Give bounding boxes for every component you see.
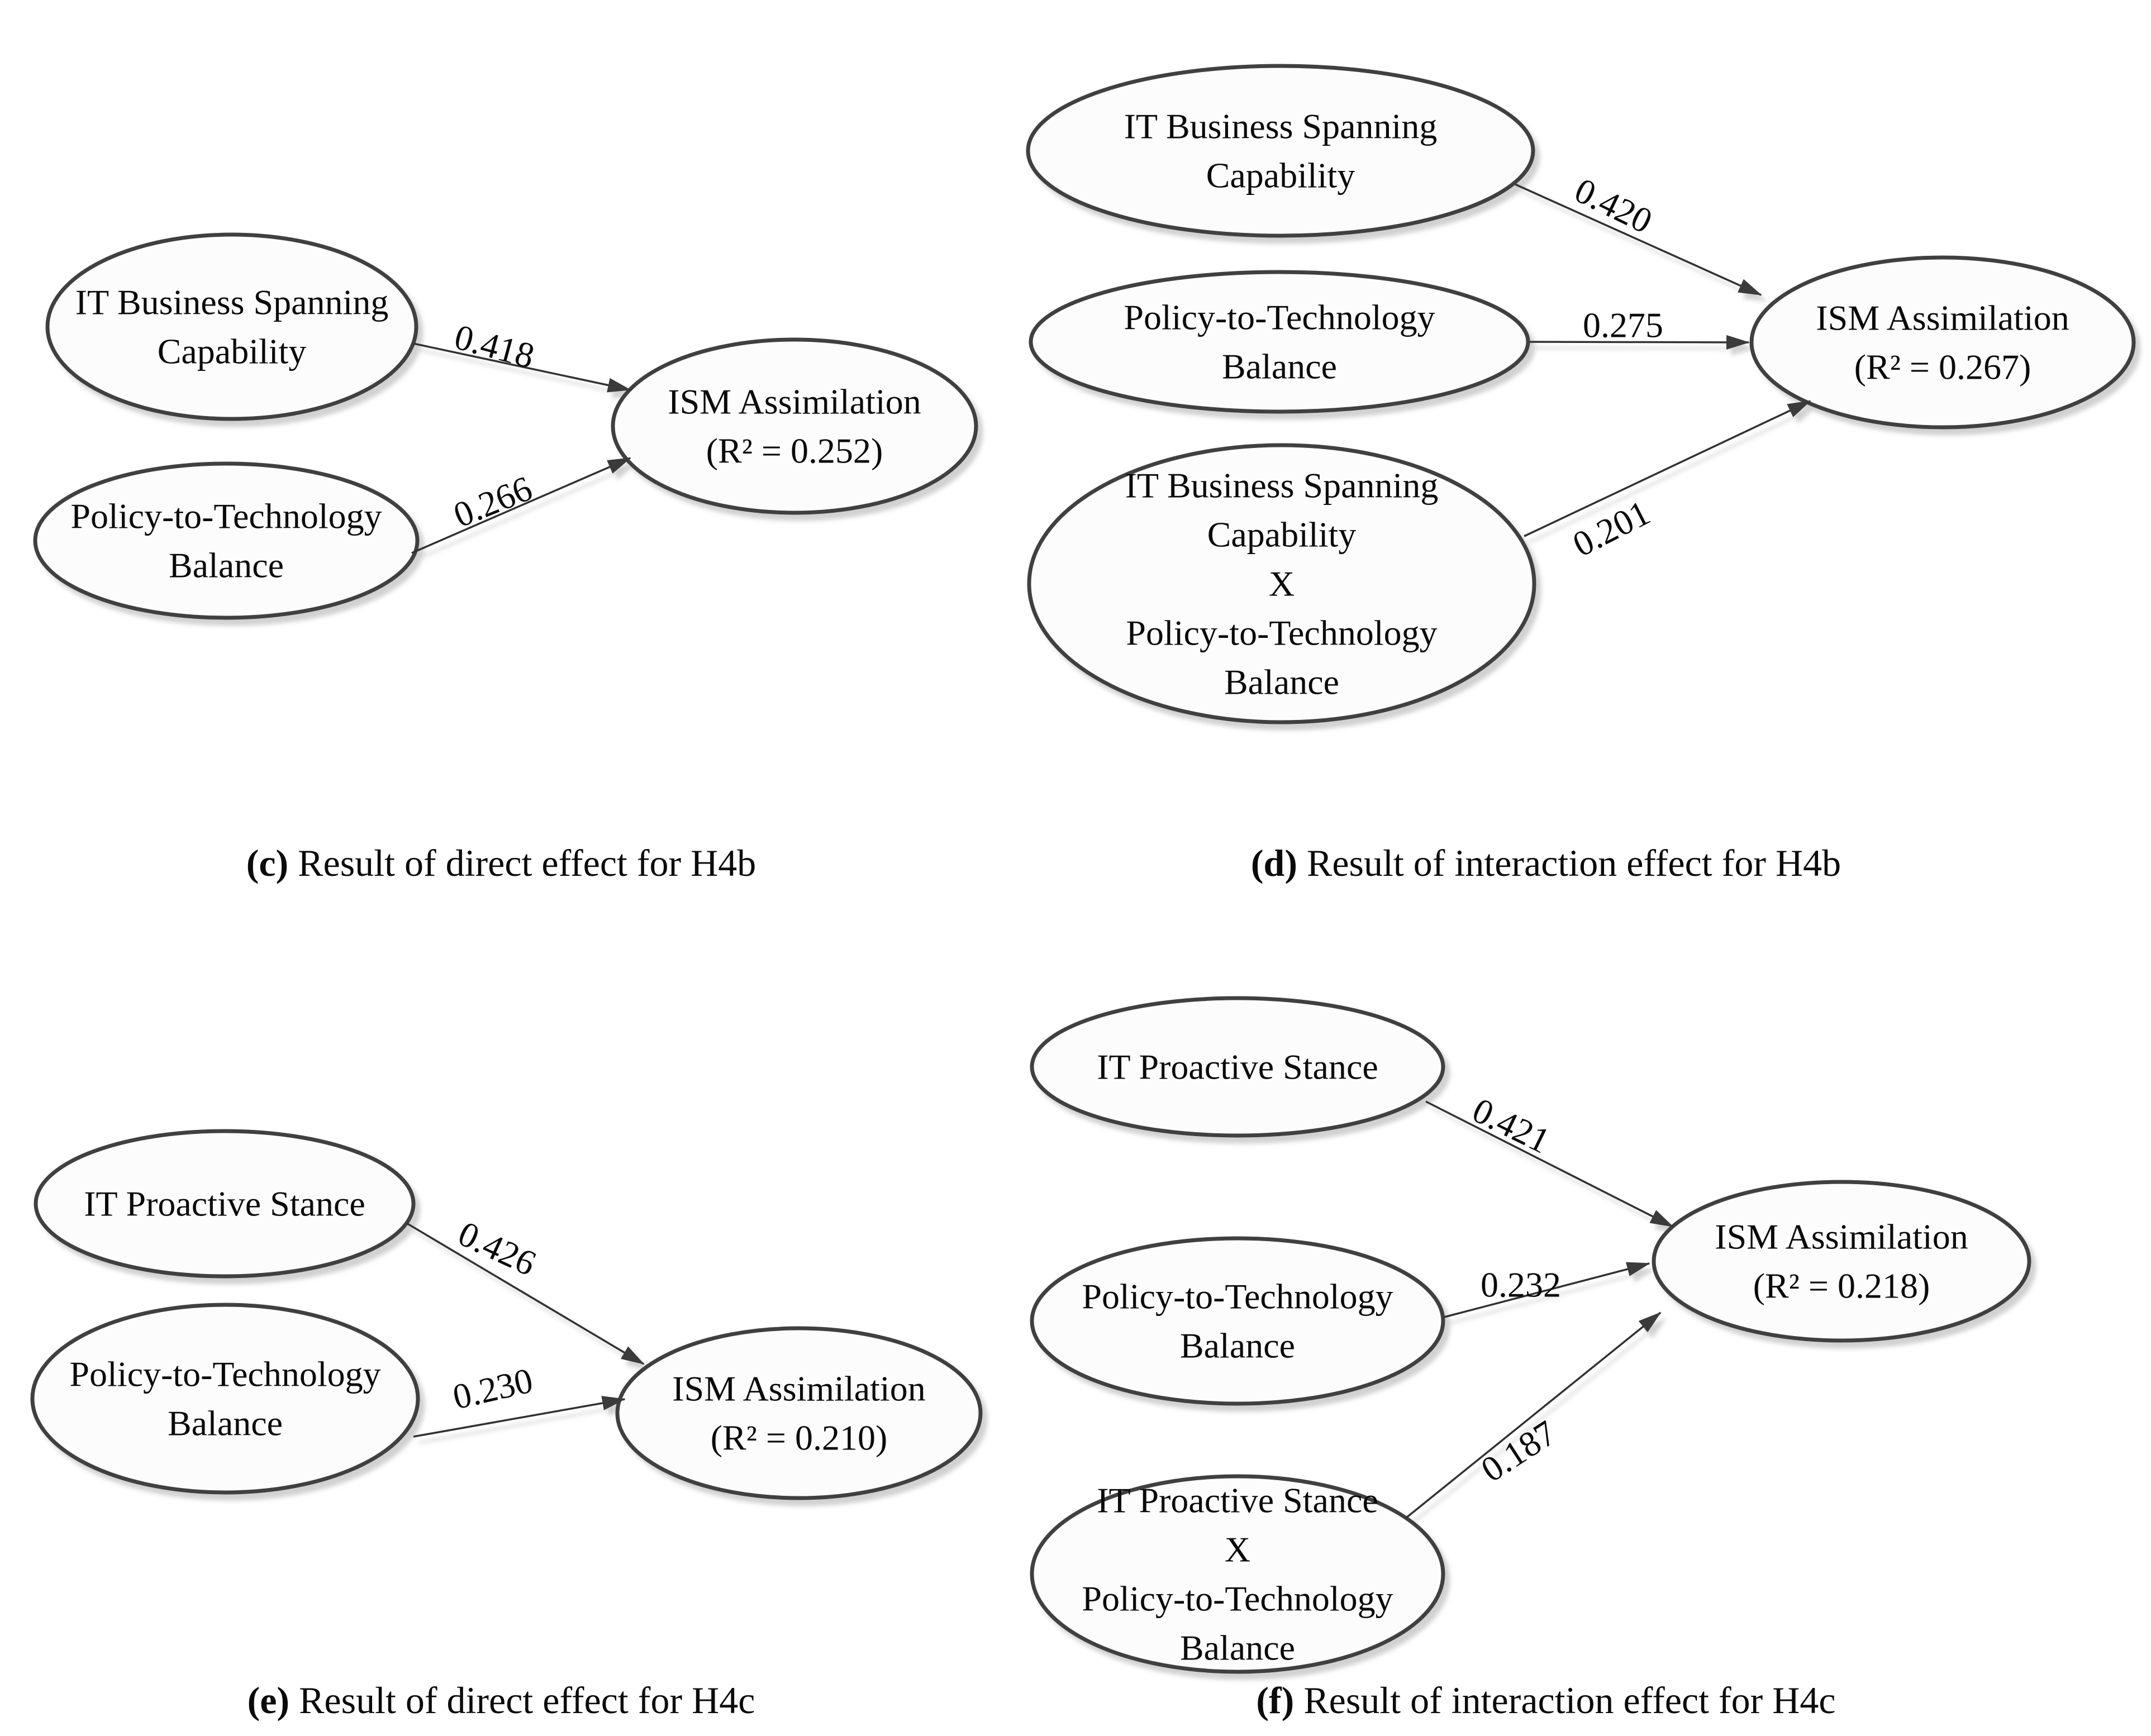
panel-f-outcome-label-line2: (R² = 0.218) bbox=[1753, 1266, 1930, 1306]
panel-d-outcome-label-line2: (R² = 0.267) bbox=[1854, 347, 2031, 387]
panel-f-node-interaction-term-ellipse bbox=[1030, 1474, 1445, 1674]
panel-f-node3-label-line3: Policy-to-Technology bbox=[1082, 1579, 1393, 1619]
panel-d-node3-label-line3: X bbox=[1269, 564, 1295, 604]
panel-c-node2-label-line1: Policy-to-Technology bbox=[70, 497, 382, 536]
panel-f-node-it-proactive-stance-ellipse bbox=[1030, 996, 1445, 1138]
panel-f-coefficient-1: 0.421 bbox=[1467, 1090, 1557, 1161]
panel-e-node-policy-to-technology-balance-ellipse bbox=[30, 1303, 420, 1495]
panel-e-node-it-proactive-stance-ellipse bbox=[34, 1129, 416, 1279]
panel-e-arrow-itps-to-ism bbox=[406, 1222, 645, 1365]
panel-f-caption-letter: (f) bbox=[1256, 1679, 1294, 1721]
panel-e-node1-label-line1: IT Proactive Stance bbox=[84, 1184, 365, 1224]
panel-d-node-it-business-spanning-capability-ellipse bbox=[1026, 64, 1535, 238]
panel-e: IT Proactive Stance Policy-to-Technology… bbox=[30, 1129, 983, 1721]
panel-f-node-policy-to-technology-balance-ellipse bbox=[1030, 1236, 1445, 1406]
panel-f-node2-label-line2: Balance bbox=[1180, 1326, 1295, 1366]
panel-d: IT Business Spanning Capability Policy-t… bbox=[1026, 64, 2136, 884]
panel-e-node2-label-line2: Balance bbox=[168, 1404, 283, 1443]
panel-c-node-policy-to-technology-balance-ellipse bbox=[33, 461, 420, 620]
panel-e-caption-text: Result of direct effect for H4c bbox=[289, 1679, 755, 1721]
panel-d-node-interaction-term-ellipse bbox=[1027, 443, 1536, 724]
panel-e-outcome-label-line2: (R² = 0.210) bbox=[711, 1418, 888, 1458]
panel-f-node1-label-line1: IT Proactive Stance bbox=[1097, 1047, 1378, 1087]
panel-c-caption-letter: (c) bbox=[246, 842, 288, 884]
panel-c-node1-label-line1: IT Business Spanning bbox=[75, 283, 389, 322]
panel-f-node3-label-line4: Balance bbox=[1180, 1628, 1295, 1668]
panel-f-node-ism-assimilation-ellipse bbox=[1652, 1180, 2031, 1343]
panel-e-node2-label-line1: Policy-to-Technology bbox=[69, 1355, 380, 1394]
panel-c-node-ism-assimilation-ellipse bbox=[611, 337, 978, 515]
panel-e-outcome-label-line1: ISM Assimilation bbox=[672, 1369, 925, 1409]
panel-d-node1-label-line1: IT Business Spanning bbox=[1124, 107, 1438, 146]
panel-c-node1-label-line2: Capability bbox=[158, 332, 307, 371]
panel-e-node-ism-assimilation-ellipse bbox=[615, 1326, 983, 1500]
panel-c-outcome-label-line1: ISM Assimilation bbox=[668, 382, 921, 422]
panel-f-arrow-itps-to-ism bbox=[1425, 1100, 1674, 1228]
panel-c-caption-text: Result of direct effect for H4b bbox=[288, 842, 756, 884]
panel-d-node3-label-line4: Policy-to-Technology bbox=[1126, 613, 1437, 653]
panel-f-outcome-label-line1: ISM Assimilation bbox=[1715, 1217, 1968, 1257]
panel-c-node-it-business-spanning-capability-ellipse bbox=[45, 232, 418, 421]
panel-c-arrow-ptb-to-ism bbox=[411, 457, 631, 554]
panel-d-node2-label-line1: Policy-to-Technology bbox=[1124, 298, 1435, 337]
panel-f-node3-label-line1: IT Proactive Stance bbox=[1097, 1481, 1378, 1520]
panel-d-outcome-label-line1: ISM Assimilation bbox=[1816, 298, 2069, 338]
panel-f-node2-label-line1: Policy-to-Technology bbox=[1082, 1277, 1393, 1317]
panel-d-node1-label-line2: Capability bbox=[1206, 156, 1355, 195]
panel-d-node-ism-assimilation-ellipse bbox=[1749, 255, 2136, 430]
panel-e-coefficient-2: 0.230 bbox=[449, 1360, 536, 1417]
panel-c-caption: (c) Result of direct effect for H4b bbox=[246, 842, 756, 884]
panel-d-caption-letter: (d) bbox=[1251, 842, 1297, 884]
panel-c-arrow-itbsc-to-ism bbox=[413, 342, 631, 393]
panel-f-node3-label-line2: X bbox=[1225, 1530, 1250, 1570]
panel-e-caption: (e) Result of direct effect for H4c bbox=[248, 1679, 755, 1721]
panel-d-node3-label-line5: Balance bbox=[1224, 662, 1339, 702]
panel-f-caption: (f) Result of interaction effect for H4c bbox=[1256, 1679, 1835, 1721]
panel-d-coefficient-2: 0.275 bbox=[1583, 306, 1663, 345]
panel-c-coefficient-1: 0.418 bbox=[450, 317, 538, 376]
panel-d-node3-label-line1: IT Business Spanning bbox=[1125, 466, 1439, 505]
panel-f: IT Proactive Stance Policy-to-Technology… bbox=[1030, 996, 2031, 1721]
panel-f-arrow-interaction-to-ism bbox=[1405, 1311, 1662, 1519]
panel-d-arrow-interaction-to-ism bbox=[1524, 400, 1811, 537]
panel-f-arrow-ptb-to-ism bbox=[1444, 1262, 1650, 1318]
panel-e-arrow-ptb-to-ism bbox=[413, 1396, 626, 1438]
panel-d-caption: (d) Result of interaction effect for H4b bbox=[1251, 842, 1841, 884]
panel-f-caption-text: Result of interaction effect for H4c bbox=[1294, 1679, 1835, 1721]
panel-d-node2-label-line2: Balance bbox=[1222, 347, 1337, 387]
panel-e-coefficient-1: 0.426 bbox=[453, 1213, 542, 1283]
panel-d-node-policy-to-technology-balance-ellipse bbox=[1029, 270, 1530, 414]
panel-c-outcome-label-line2: (R² = 0.252) bbox=[706, 431, 883, 471]
panel-f-coefficient-3: 0.187 bbox=[1474, 1413, 1563, 1490]
panel-d-coefficient-3: 0.201 bbox=[1567, 493, 1657, 565]
panel-c-node2-label-line2: Balance bbox=[169, 546, 284, 585]
panel-d-coefficient-1: 0.420 bbox=[1569, 170, 1659, 241]
panel-c-coefficient-2: 0.266 bbox=[448, 468, 537, 535]
panel-c: IT Business Spanning Capability Policy-t… bbox=[33, 232, 978, 884]
panel-f-coefficient-2: 0.232 bbox=[1481, 1265, 1561, 1305]
panel-d-node3-label-line2: Capability bbox=[1207, 515, 1357, 555]
panel-d-caption-text: Result of interaction effect for H4b bbox=[1297, 842, 1841, 884]
panel-e-caption-letter: (e) bbox=[248, 1679, 289, 1721]
panel-d-arrow-itbsc-to-ism bbox=[1515, 183, 1762, 296]
